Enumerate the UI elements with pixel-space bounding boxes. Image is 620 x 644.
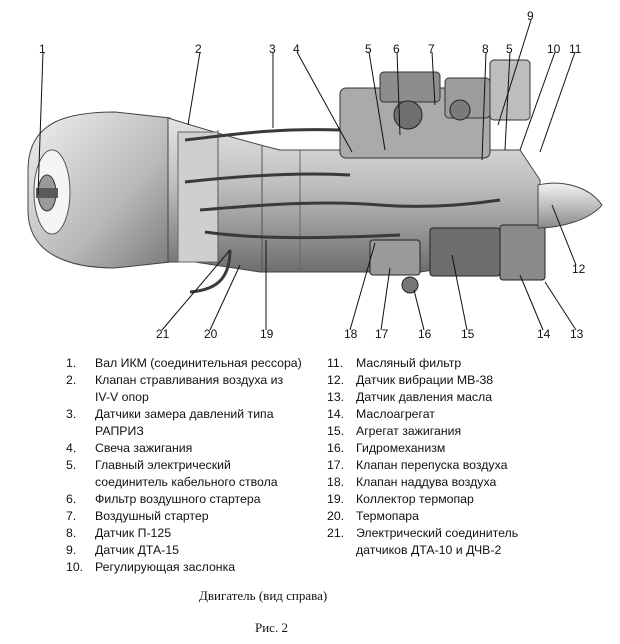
legend-number: 1. xyxy=(66,356,77,370)
legend-number: 9. xyxy=(66,543,77,557)
legend-item: 13. Датчик давления масла xyxy=(327,389,597,406)
legend-item: 15. Агрегат зажигания xyxy=(327,423,597,440)
callout-16: 16 xyxy=(418,327,432,341)
legend-item: 18. Клапан наддува воздуха xyxy=(327,474,597,491)
legend-number: 10. xyxy=(66,560,84,574)
legend-item: 17. Клапан перепуска воздуха xyxy=(327,457,597,474)
legend-item: 21. Электрический соединитель датчиков ДТ… xyxy=(327,525,597,559)
legend-number: 7. xyxy=(66,509,77,523)
legend-number: 3. xyxy=(66,407,77,421)
callout-20: 20 xyxy=(204,327,218,341)
legend-item: 19. Коллектор термопар xyxy=(327,491,597,508)
legend-text: Датчики замера давлений типа РАПРИЗ xyxy=(95,407,274,438)
legend-item: 20. Термопара xyxy=(327,508,597,525)
figure-caption: Двигатель (вид справа) xyxy=(199,588,328,603)
legend-item: 5. Главный электрический соединитель кабе… xyxy=(66,457,316,491)
legend-number: 12. xyxy=(327,373,345,387)
callout-5a: 5 xyxy=(365,42,372,56)
callout-9: 9 xyxy=(527,9,534,23)
legend-text: Агрегат зажигания xyxy=(356,424,462,438)
callout-17: 17 xyxy=(375,327,389,341)
legend-item: 11. Масляный фильтр xyxy=(327,355,597,372)
legend-item: 2. Клапан стравливания воздуха из IV-V оп… xyxy=(66,372,316,406)
legend-text: Датчик П-125 xyxy=(95,526,172,540)
legend-number: 20. xyxy=(327,509,345,523)
legend-item: 12. Датчик вибрации МВ-38 xyxy=(327,372,597,389)
lower-units xyxy=(369,224,546,294)
engine-diagram: 1 2 3 4 5 6 7 8 5 10 11 9 12 13 14 15 16… xyxy=(27,9,603,341)
accessory-block xyxy=(339,59,531,159)
legend-item: 1. Вал ИКМ (соединительная рессора) xyxy=(66,355,316,372)
legend-text: Гидромеханизм xyxy=(356,441,446,455)
callout-7: 7 xyxy=(428,42,435,56)
legend-text: Свеча зажигания xyxy=(95,441,193,455)
legend-text: Регулирующая заслонка xyxy=(95,560,236,574)
callout-21: 21 xyxy=(156,327,170,341)
legend-text: Масляный фильтр xyxy=(356,356,462,370)
legend-item: 3. Датчики замера давлений типа РАПРИЗ xyxy=(66,406,316,440)
callout-8: 8 xyxy=(482,42,489,56)
legend-number: 16. xyxy=(327,441,345,455)
legend-number: 8. xyxy=(66,526,77,540)
legend-item: 14. Маслоагрегат xyxy=(327,406,597,423)
legend-text: Маслоагрегат xyxy=(356,407,435,421)
legend-text: Термопара xyxy=(356,509,419,523)
callout-11: 11 xyxy=(569,42,582,56)
callout-4: 4 xyxy=(293,42,300,56)
legend-number: 6. xyxy=(66,492,77,506)
legend-text: Электрический соединитель датчиков ДТА-1… xyxy=(356,526,519,557)
legend-left: 1. Вал ИКМ (соединительная рессора) 2. Кла… xyxy=(66,355,316,576)
legend-number: 21. xyxy=(327,526,345,540)
callout-19: 19 xyxy=(260,327,274,341)
legend-item: 6. Фильтр воздушного стартера xyxy=(66,491,316,508)
legend-number: 13. xyxy=(327,390,345,404)
callout-14: 14 xyxy=(537,327,551,341)
legend-number: 15. xyxy=(327,424,345,438)
engine-nose-cone xyxy=(537,182,603,229)
legend-text: Коллектор термопар xyxy=(356,492,474,506)
callout-5b: 5 xyxy=(506,42,513,56)
legend-right: 11. Масляный фильтр 12. Датчик вибрации МВ… xyxy=(327,355,597,559)
legend-text: Воздушный стартер xyxy=(95,509,209,523)
legend-number: 11. xyxy=(327,356,344,370)
legend-item: 7. Воздушный стартер xyxy=(66,508,316,525)
legend-number: 18. xyxy=(327,475,345,489)
legend-text: Клапан стравливания воздуха из IV-V опор xyxy=(95,373,284,404)
leader-lines xyxy=(37,19,577,331)
legend-item: 4. Свеча зажигания xyxy=(66,440,316,457)
legend-text: Датчик давления масла xyxy=(356,390,493,404)
callout-numbers: 1 2 3 4 5 6 7 8 5 10 11 9 12 13 14 15 16… xyxy=(39,9,586,341)
callout-15: 15 xyxy=(461,327,475,341)
legend-number: 5. xyxy=(66,458,77,472)
callout-2: 2 xyxy=(195,42,202,56)
legend-text: Вал ИКМ (соединительная рессора) xyxy=(95,356,302,370)
legend-text: Датчик вибрации МВ-38 xyxy=(356,373,494,387)
callout-6: 6 xyxy=(393,42,400,56)
legend-item: 8. Датчик П-125 xyxy=(66,525,316,542)
legend-item: 10. Регулирующая заслонка xyxy=(66,559,316,576)
callout-3: 3 xyxy=(269,42,276,56)
engine-inlet xyxy=(27,111,177,269)
legend-number: 4. xyxy=(66,441,77,455)
legend-number: 2. xyxy=(66,373,77,387)
legend-number: 14. xyxy=(327,407,345,421)
legend-text: Клапан наддува воздуха xyxy=(356,475,497,489)
legend-text: Датчик ДТА-15 xyxy=(95,543,180,557)
piping xyxy=(184,128,501,294)
legend-text: Клапан перепуска воздуха xyxy=(356,458,508,472)
legend-number: 17. xyxy=(327,458,345,472)
legend-item: 9. Датчик ДТА-15 xyxy=(66,542,316,559)
legend-number: 19. xyxy=(327,492,345,506)
callout-13: 13 xyxy=(570,327,584,341)
callout-12: 12 xyxy=(572,262,586,276)
legend-text: Главный электрический соединитель кабель… xyxy=(95,458,278,489)
legend-text: Фильтр воздушного стартера xyxy=(95,492,261,506)
callout-10: 10 xyxy=(547,42,561,56)
figure-label: Рис. 2 xyxy=(255,620,288,635)
legend-item: 16. Гидромеханизм xyxy=(327,440,597,457)
callout-1: 1 xyxy=(39,42,46,56)
callout-18: 18 xyxy=(344,327,358,341)
